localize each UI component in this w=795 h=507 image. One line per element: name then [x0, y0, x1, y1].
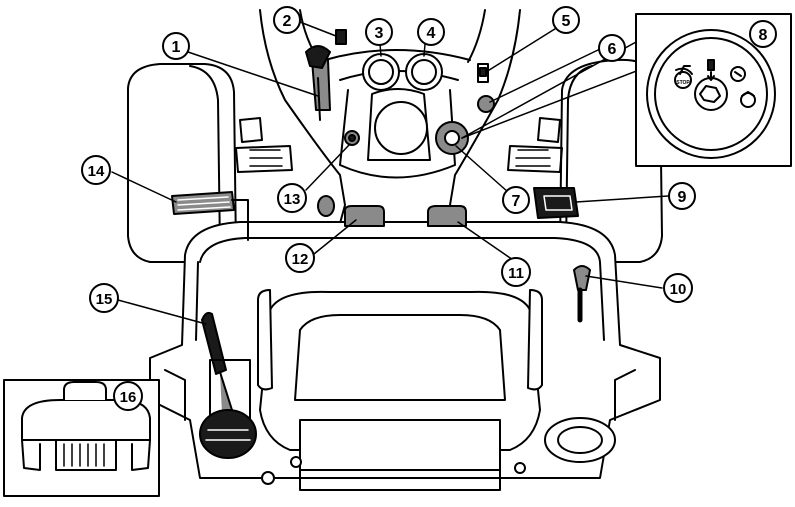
callout-8: 8	[750, 21, 776, 47]
callout-13: 13	[278, 184, 306, 212]
fuel-cap	[200, 410, 256, 458]
pto-switch	[478, 64, 488, 82]
callout-13-label: 13	[284, 191, 301, 208]
callout-8-label: 8	[759, 27, 768, 44]
callout-2-label: 2	[283, 13, 292, 30]
callout-3-label: 3	[375, 25, 384, 42]
light-knob	[478, 96, 494, 112]
callout-11-label: 11	[508, 265, 524, 282]
callout-15-label: 15	[96, 291, 113, 308]
callout-5: 5	[553, 7, 579, 33]
callout-9-label: 9	[678, 189, 687, 206]
callout-16-label: 16	[120, 389, 137, 406]
left-side-linkage	[236, 118, 292, 172]
callout-14: 14	[82, 156, 110, 184]
callout-10: 10	[664, 274, 692, 302]
right-side-linkage	[508, 118, 562, 172]
callout-12: 12	[286, 244, 314, 272]
console-hole	[318, 196, 334, 216]
callout-7: 7	[503, 187, 529, 213]
callout-9: 9	[669, 183, 695, 209]
callout-6: 6	[599, 35, 625, 61]
stop-label: STOP	[676, 80, 690, 86]
callout-4: 4	[418, 19, 444, 45]
callout-2: 2	[274, 7, 300, 33]
choke-knob	[345, 131, 359, 145]
callout-12-label: 12	[292, 251, 309, 268]
callout-6-label: 6	[608, 41, 617, 58]
callout-11: 11	[502, 258, 530, 286]
callout-3: 3	[366, 19, 392, 45]
callout-15: 15	[90, 284, 118, 312]
callout-16: 16	[114, 382, 142, 410]
hour-meter-switch	[336, 30, 346, 44]
callout-14-label: 14	[88, 163, 105, 180]
callout-4-label: 4	[427, 25, 436, 42]
callout-5-label: 5	[562, 13, 571, 30]
callout-10-label: 10	[670, 281, 687, 298]
callout-1: 1	[163, 33, 189, 59]
parking-brake-lever	[534, 188, 578, 218]
cup-holder	[545, 418, 615, 462]
throttle-lever	[306, 46, 330, 120]
callout-1-label: 1	[172, 39, 181, 56]
callout-7-label: 7	[512, 193, 521, 210]
